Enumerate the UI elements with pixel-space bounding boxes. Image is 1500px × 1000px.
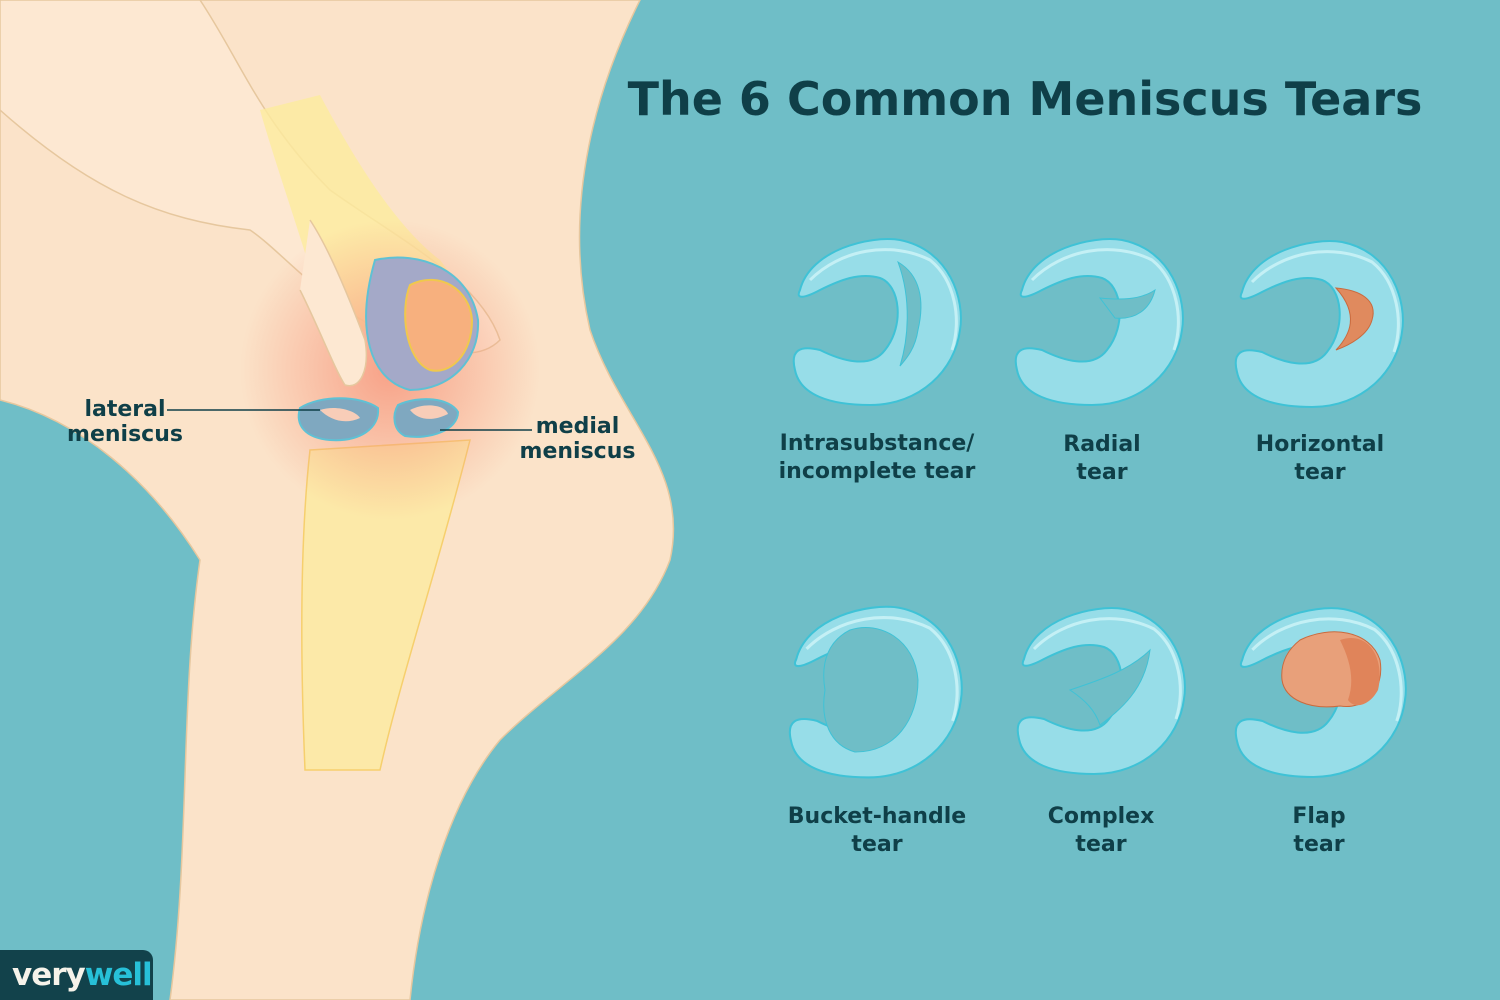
meniscus-bucket-handle-icon — [788, 605, 964, 780]
label-line: Complex — [1047, 804, 1155, 829]
tear-label-complex: Complex tear — [1001, 803, 1201, 859]
label-line: Bucket-handle — [787, 804, 967, 829]
tear-label-flap: Flap tear — [1219, 803, 1419, 859]
label-line: Horizontal — [1255, 432, 1385, 457]
page-title: The 6 Common Meniscus Tears — [627, 72, 1423, 126]
logo-part-very: very — [12, 957, 86, 993]
label-line: tear — [1076, 460, 1128, 485]
verywell-logo: verywell — [0, 950, 153, 1000]
medial-meniscus-label: medial meniscus — [515, 414, 640, 464]
label-line: tear — [1293, 832, 1345, 857]
label-line: lateral — [84, 397, 166, 422]
label-line: tear — [1075, 832, 1127, 857]
label-line: meniscus — [67, 422, 183, 447]
tear-label-bucket-handle: Bucket-handle tear — [767, 803, 987, 859]
logo-part-well: well — [84, 957, 153, 993]
tear-label-intrasubstance: Intrasubstance/incomplete tear — [757, 430, 997, 486]
lateral-meniscus-label: lateral meniscus — [60, 397, 190, 447]
meniscus-flap-icon — [1234, 606, 1408, 779]
label-line: meniscus — [519, 439, 636, 464]
label-line: incomplete tear — [778, 459, 976, 484]
tear-label-radial: Radial tear — [1002, 431, 1202, 487]
label-line: medial — [535, 414, 620, 439]
label-line: Radial — [1063, 432, 1141, 457]
label-line: tear — [851, 832, 903, 857]
label-line: tear — [1294, 460, 1346, 485]
tear-label-horizontal: Horizontal tear — [1220, 431, 1420, 487]
leg-illustration — [0, 0, 675, 1000]
meniscus-radial-icon — [1014, 237, 1185, 407]
meniscus-intrasubstance-icon — [792, 237, 963, 407]
meniscus-complex-icon — [1016, 606, 1187, 776]
label-line: Intrasubstance/ — [779, 431, 975, 456]
label-line: Flap — [1292, 804, 1346, 829]
meniscus-horizontal-icon — [1234, 239, 1405, 409]
